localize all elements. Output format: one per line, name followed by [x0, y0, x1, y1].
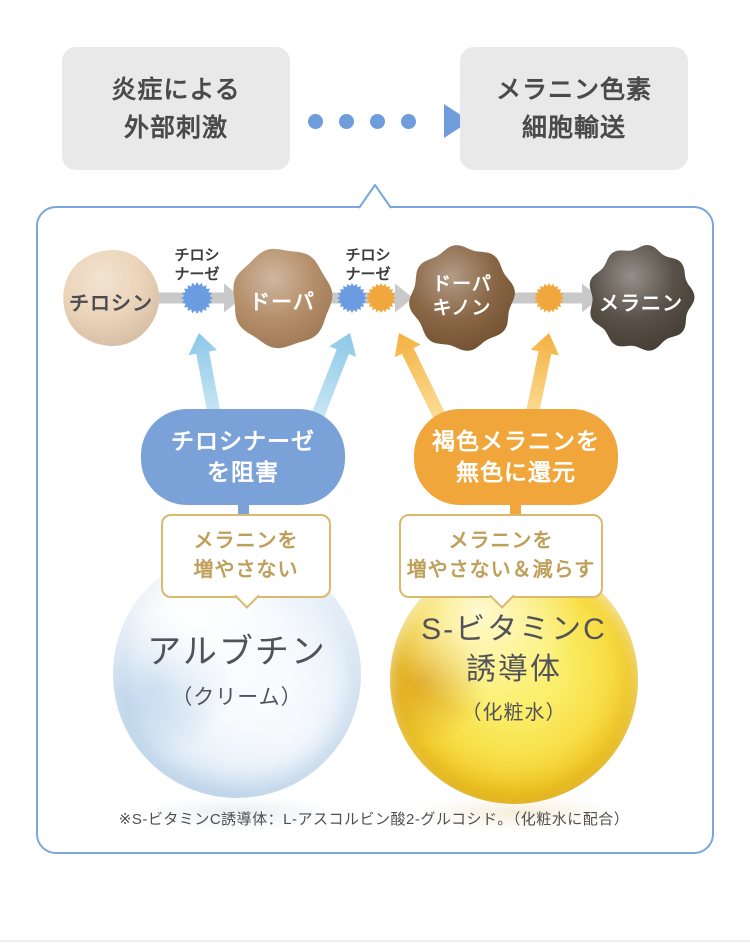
inhibit-tyrosinase-bubble: チロシナーゼ を阻害: [141, 409, 345, 505]
vitamin-c-name-line2: 誘導体: [466, 653, 562, 686]
melanin-transport-box-line1: メラニン色素: [495, 75, 652, 104]
tyrosinase-label-2: チロシ ナーゼ: [345, 247, 391, 283]
node-melanin-label: メラニン: [599, 293, 683, 315]
inflammation-box-line2: 外部刺激: [123, 113, 228, 142]
dot-icon: [401, 113, 416, 129]
section-divider: [0, 940, 750, 942]
vitamin-c-name-line1: S-ビタミンC: [421, 613, 607, 646]
vitamin-c-form: （化粧水）: [461, 702, 567, 724]
right-effect-callout: メラニンを 増やさない＆減らす: [399, 514, 603, 609]
orange-bubble-stem: [510, 502, 521, 517]
dot-icon: [339, 113, 354, 129]
node-tyrosine-label: チロシン: [69, 293, 153, 315]
reduce-melanin-bubble: 褐色メラニンを 無色に還元: [414, 409, 618, 505]
arbutin-name: アルブチン: [147, 633, 327, 671]
vitamin-c-sphere: S-ビタミンC 誘導体 （化粧水）: [390, 556, 638, 804]
melanin-transport-box-line2: 細胞輸送: [521, 113, 626, 142]
panel-peak-connector: [358, 184, 392, 209]
inflammation-box-line1: 炎症による: [111, 75, 241, 104]
dotted-arrow-icon: [308, 104, 470, 138]
node-dopaquinone-label: ドーパ キノン: [432, 274, 492, 319]
footnote: ※S-ビタミンC誘導体：L-アスコルビン酸2-グルコシド。（化粧水に配合）: [118, 811, 630, 828]
melanin-transport-box: メラニン色素 細胞輸送: [460, 47, 688, 170]
left-sphere-shadow: [140, 795, 340, 831]
left-effect-callout: メラニンを 増やさない: [161, 514, 331, 609]
arbutin-form: （クリーム）: [171, 686, 303, 709]
dot-icon: [370, 113, 385, 129]
node-dopa-label: ドーパ: [249, 291, 315, 314]
tyrosinase-label-1: チロシ ナーゼ: [174, 247, 220, 283]
dot-icon: [308, 113, 323, 129]
inflammation-box: 炎症による 外部刺激: [62, 47, 290, 170]
blue-bubble-stem: [238, 502, 249, 517]
